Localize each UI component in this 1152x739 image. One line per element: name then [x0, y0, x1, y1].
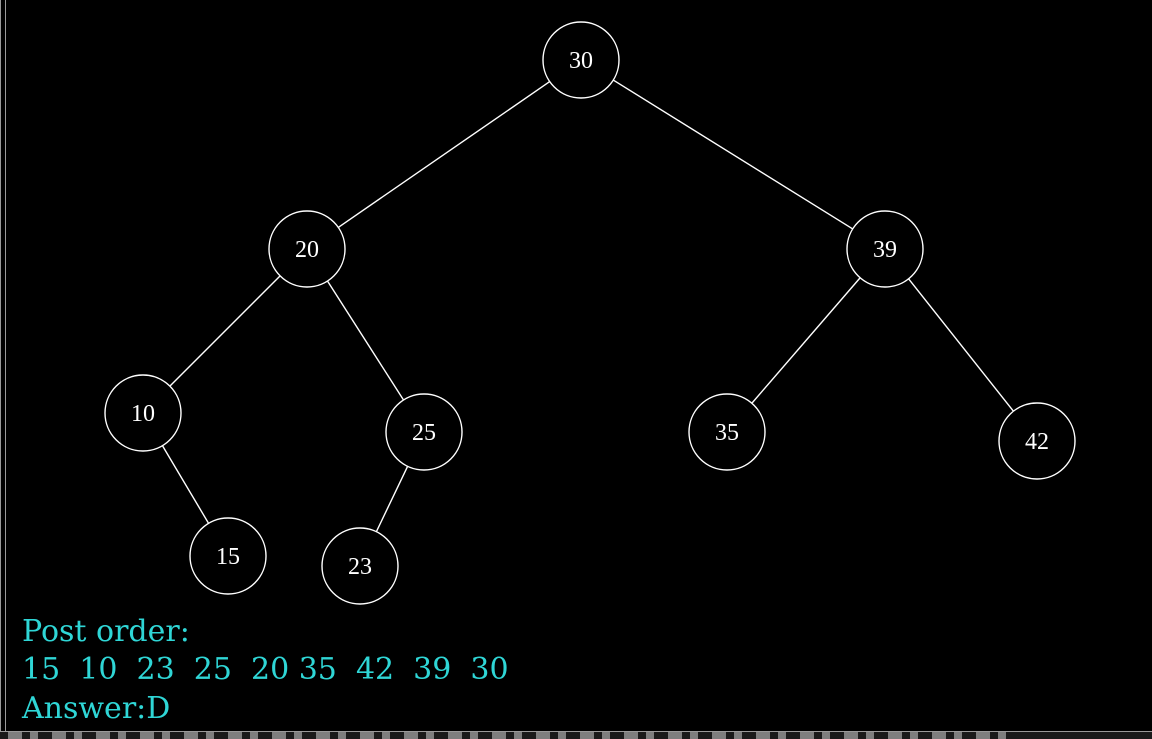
node-label: 20 — [295, 237, 319, 263]
edge-n30-n39 — [612, 79, 854, 230]
node-label: 35 — [715, 420, 739, 446]
tree-node-42: 42 — [998, 402, 1076, 480]
node-circle — [846, 210, 924, 288]
binary-search-tree: 30 20 39 10 25 35 42 15 23 — [104, 21, 1076, 605]
node-circle — [104, 374, 182, 452]
node-label: 10 — [131, 401, 155, 427]
node-label: 42 — [1025, 429, 1049, 455]
tree-edges — [161, 79, 1014, 533]
edge-n39-n42 — [908, 278, 1014, 412]
node-circle — [688, 393, 766, 471]
postorder-sequence: 15 10 23 25 20 35 42 39 30 — [22, 652, 509, 687]
bottom-border — [0, 731, 1152, 732]
node-circle — [268, 210, 346, 288]
tree-node-23: 23 — [321, 527, 399, 605]
node-label: 30 — [569, 48, 593, 74]
node-label: 15 — [216, 544, 240, 570]
tree-node-25: 25 — [385, 393, 463, 471]
node-circle — [542, 21, 620, 99]
node-circle — [321, 527, 399, 605]
tree-node-30: 30 — [542, 21, 620, 99]
next-line-cropped-text — [0, 732, 1152, 739]
edge-n10-n15 — [161, 445, 210, 524]
node-circle — [998, 402, 1076, 480]
edge-n25-n23 — [375, 465, 409, 533]
node-label: 25 — [412, 420, 436, 446]
postorder-heading: Post order: — [22, 614, 190, 649]
node-label: 23 — [348, 554, 372, 580]
node-circle — [385, 393, 463, 471]
node-label: 39 — [873, 237, 897, 263]
tree-node-20: 20 — [268, 210, 346, 288]
tree-node-15: 15 — [189, 517, 267, 595]
tree-node-39: 39 — [846, 210, 924, 288]
tree-node-10: 10 — [104, 374, 182, 452]
edge-n30-n20 — [337, 81, 551, 228]
edge-n20-n25 — [326, 280, 405, 401]
answer-text: Answer:D — [22, 691, 171, 726]
node-circle — [189, 517, 267, 595]
tree-nodes: 30 20 39 10 25 35 42 15 23 — [104, 21, 1076, 605]
left-border — [0, 0, 6, 739]
tree-node-35: 35 — [688, 393, 766, 471]
edge-n20-n10 — [169, 275, 281, 387]
edge-n39-n35 — [751, 277, 861, 404]
